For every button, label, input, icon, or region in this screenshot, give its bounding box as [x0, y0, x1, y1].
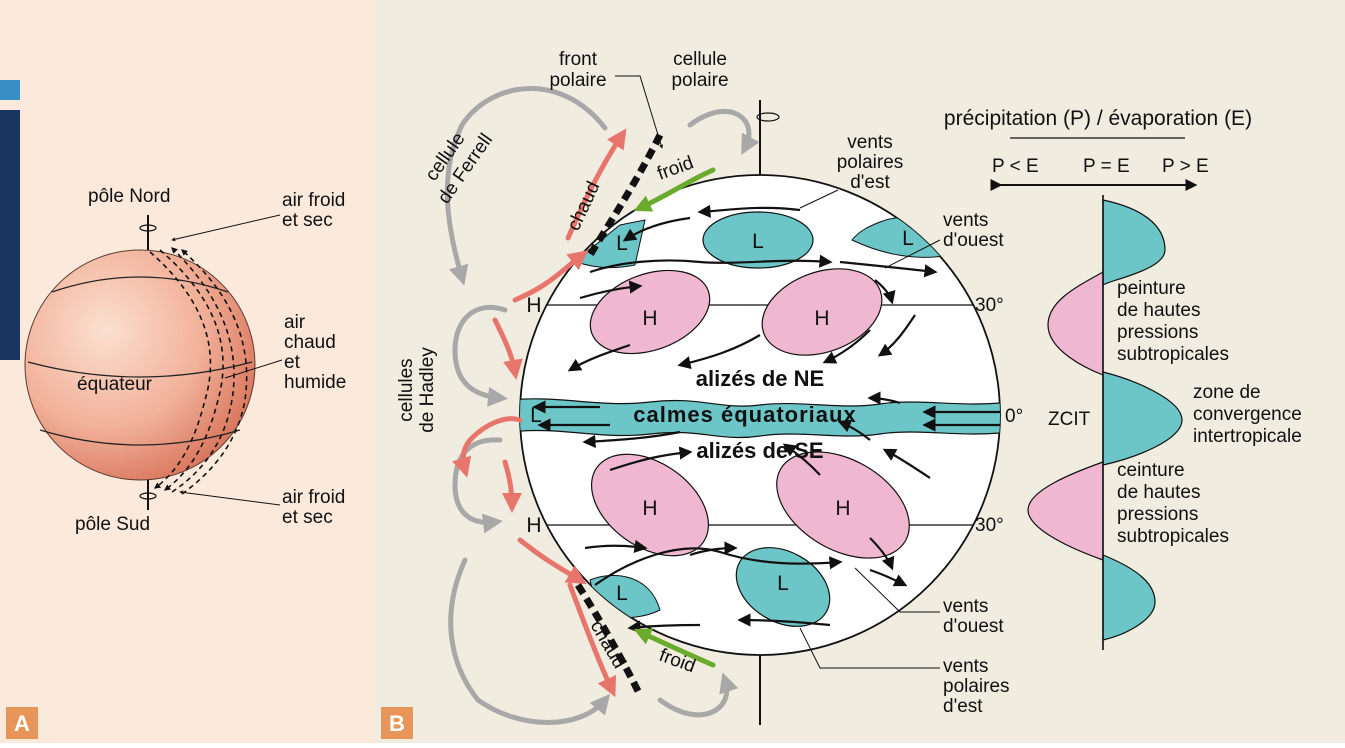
vents-ouest-s-line2: d'ouest: [943, 616, 1004, 637]
vents-polaires-s-line2: polaires: [943, 676, 1010, 697]
high-label-nw: H: [642, 307, 657, 330]
hp-south-line4: subtropicales: [1117, 526, 1229, 547]
cold-dry-north-line1: air froid: [282, 190, 345, 211]
zone-convergence-line3: intertropicale: [1193, 426, 1302, 447]
high-edge-label-south: H: [526, 514, 541, 537]
vents-polaires-n-line1: vents: [847, 132, 892, 153]
cellules-hadley-line2: de Hadley: [417, 347, 438, 433]
vents-ouest-n-line1: vents: [943, 210, 988, 231]
front-polaire-line2: polaire: [549, 70, 606, 91]
hp-north-line2: de hautes: [1117, 300, 1200, 321]
cellules-hadley-line1: cellules: [396, 358, 417, 421]
low-label-north: L: [752, 230, 764, 253]
panel-b-letter: B: [389, 711, 405, 736]
hp-north-line4: subtropicales: [1117, 344, 1229, 365]
pe-title: précipitation (P) / évaporation (E): [944, 107, 1252, 130]
calmes-equatoriaux-label: calmes équatoriaux: [633, 402, 856, 427]
panel-a-letter: A: [14, 711, 30, 736]
low-label-nw: L: [616, 232, 628, 255]
panel-b: L L L L L H H H H H H L 30° 30° 0° alizé…: [375, 0, 1345, 743]
hp-north-line1: peinture: [1117, 278, 1186, 299]
panel-a: pôle Nord pôle Sud équateur air froid et…: [0, 0, 375, 743]
warm-humid-line2: chaud: [284, 332, 336, 353]
high-label-sw: H: [642, 497, 657, 520]
equator-label: équateur: [77, 374, 153, 395]
warm-humid-line1: air: [284, 312, 306, 333]
south-pole-label: pôle Sud: [75, 514, 150, 535]
zone-convergence-line2: convergence: [1193, 404, 1302, 425]
front-polaire-line1: front: [559, 49, 598, 70]
cold-dry-south-line2: et sec: [282, 507, 333, 528]
warm-humid-line4: humide: [284, 372, 346, 393]
low-label-sw: L: [616, 582, 628, 605]
pe-eq-label: P = E: [1083, 156, 1130, 177]
low-label-ne: L: [902, 227, 914, 250]
vents-polaires-s-line3: d'est: [943, 696, 983, 717]
vents-ouest-s-line1: vents: [943, 596, 988, 617]
high-label-se: H: [835, 497, 850, 520]
pe-gt-label: P > E: [1162, 156, 1209, 177]
cellule-polaire-line1: cellule: [673, 49, 727, 70]
north-pole-label: pôle Nord: [88, 186, 170, 207]
pe-lt-label: P < E: [992, 156, 1039, 177]
vents-polaires-n-line3: d'est: [850, 172, 890, 193]
high-edge-label-north: H: [526, 294, 541, 317]
zone-convergence-line1: zone de: [1193, 382, 1261, 403]
warm-humid-line3: et: [284, 352, 301, 373]
sidebar-bar: [0, 110, 20, 360]
lat-30s-label: 30°: [975, 515, 1004, 536]
hp-north-line3: pressions: [1117, 322, 1198, 343]
vents-ouest-n-line2: d'ouest: [943, 230, 1004, 251]
alizes-ne-label: alizés de NE: [696, 366, 824, 391]
lat-30n-label: 30°: [975, 295, 1004, 316]
lat-0-label: 0°: [1005, 406, 1023, 427]
vents-polaires-s-line1: vents: [943, 656, 988, 677]
cold-dry-north-line2: et sec: [282, 210, 333, 231]
cellule-polaire-line2: polaire: [671, 70, 728, 91]
hp-south-line2: de hautes: [1117, 482, 1200, 503]
high-label-ne: H: [814, 307, 829, 330]
hp-south-line3: pressions: [1117, 504, 1198, 525]
sidebar-accent: [0, 80, 20, 100]
zcit-label: ZCIT: [1048, 409, 1091, 430]
low-label-south: L: [777, 572, 789, 595]
hp-south-line1: ceinture: [1117, 460, 1185, 481]
vents-polaires-n-line2: polaires: [837, 152, 904, 173]
cold-dry-south-line1: air froid: [282, 487, 345, 508]
